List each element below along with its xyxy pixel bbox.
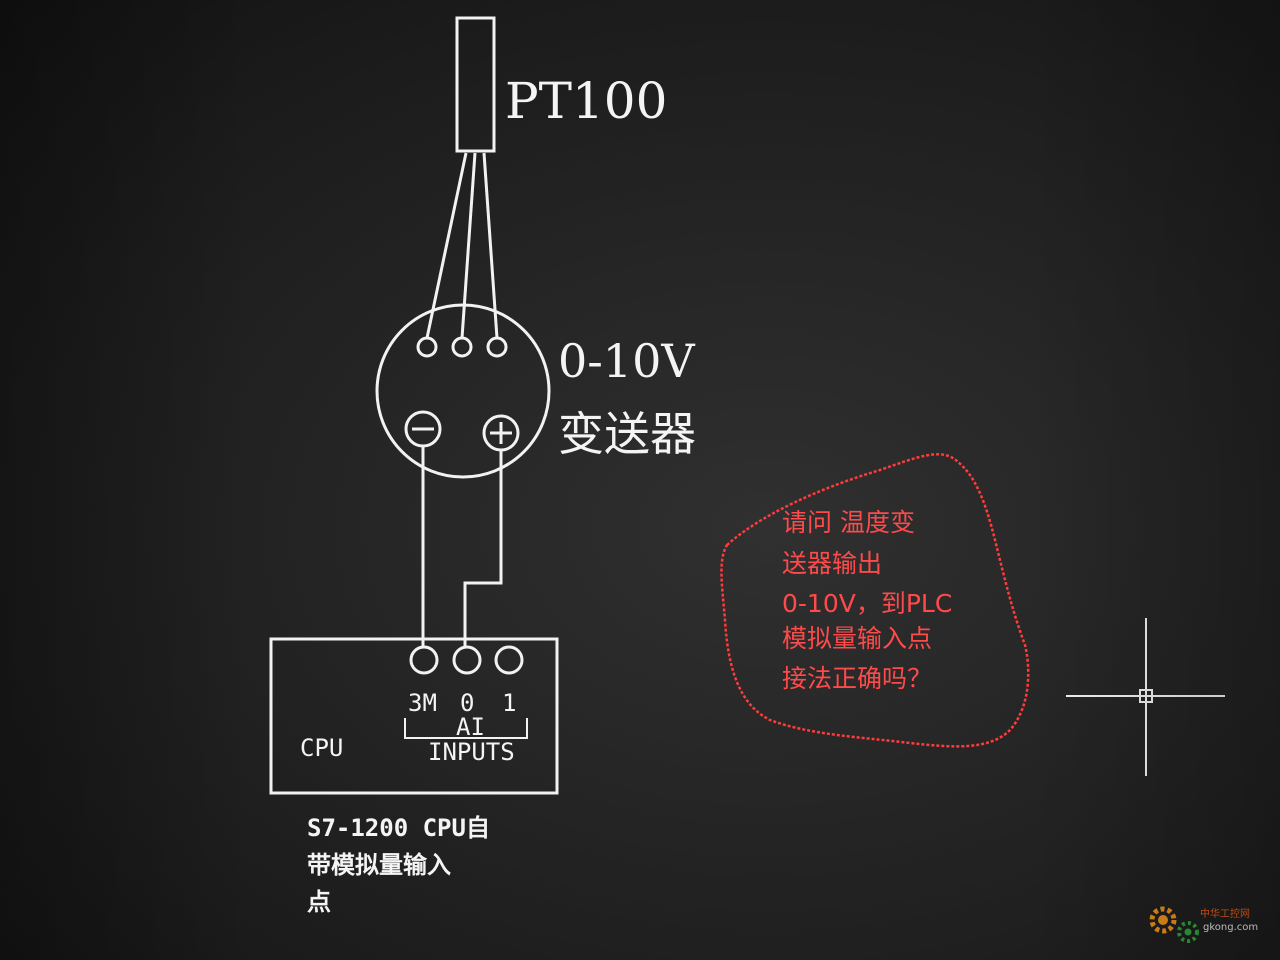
question-line-2: 送器输出 (782, 549, 882, 578)
plc-cpu-box (269, 637, 559, 795)
transmitter-range-label: 0-10V (558, 334, 695, 388)
transmitter-name-label: 变送器 (558, 407, 696, 461)
transmitter-input-terminal-2 (451, 336, 473, 358)
transmitter-input-terminal-1 (416, 336, 438, 358)
transmitter-plus-terminal (482, 414, 520, 452)
pt100-label: PT100 (505, 72, 667, 130)
question-line-5: 接法正确吗？ (782, 664, 932, 693)
plc-terminal-label-3m: 3M (408, 689, 437, 717)
transmitter-body (375, 303, 551, 479)
transmitter-input-terminal-3 (486, 336, 508, 358)
watermark-text-bottom: gkong.com (1203, 922, 1258, 933)
inputs-group-label: INPUTS (428, 738, 515, 766)
sensor-wire-2 (460, 152, 477, 339)
question-cloud-outline (720, 453, 1030, 748)
wire-plus-to-ai0 (463, 450, 503, 648)
sensor-wire-3 (482, 152, 499, 339)
cpu-label: CPU (300, 734, 343, 762)
plc-terminal-3m (409, 645, 439, 675)
watermark-text-top: 中华工控网 (1200, 907, 1250, 920)
gear-icon (1149, 906, 1199, 943)
transmitter-minus-terminal (404, 410, 442, 448)
question-line-4: 模拟量输入点 (782, 624, 932, 653)
question-line-3: 0-10V，到PLC (782, 589, 952, 618)
question-line-1: 请问 温度变 (782, 508, 915, 537)
sensor-wire-1 (425, 152, 468, 339)
plc-terminal-label-1: 1 (502, 689, 516, 717)
pt100-sensor-body (455, 16, 496, 153)
plc-caption-line-3: 点 (307, 888, 331, 916)
gkong-watermark: 中华工控网 gkong.com (1149, 906, 1258, 943)
crosshair-cursor-icon[interactable] (1066, 618, 1225, 776)
ai-group-label: AI (456, 713, 485, 741)
plc-terminal-label-0: 0 (460, 689, 474, 717)
plc-terminal-ai0 (452, 645, 482, 675)
ai-group-bracket (404, 718, 528, 739)
plc-terminal-ai1 (494, 645, 524, 675)
plc-caption-line-2: 带模拟量输入 (307, 851, 451, 879)
plc-caption-line-1: S7-1200 CPU自 (307, 814, 490, 842)
